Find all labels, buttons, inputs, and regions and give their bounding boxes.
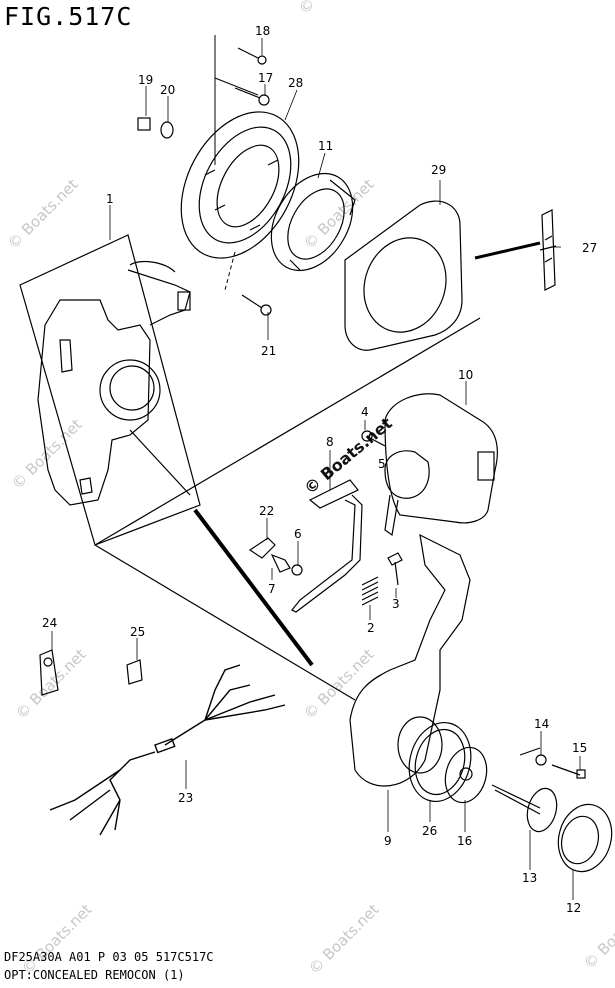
bracket-22 (248, 537, 303, 576)
screw-15 (551, 764, 586, 779)
watermarks: © Boats.net © Boats.net © Boats.net © Bo… (4, 0, 615, 978)
callout-2: 2 (367, 621, 375, 635)
watermark: © Boats.net (580, 895, 615, 973)
watermark: © Boats.net (300, 645, 378, 723)
diagram-caption: OPT:CONCEALED REMOCON (1) (4, 968, 185, 982)
callout-23: 23 (178, 791, 193, 805)
ring-11 (270, 172, 356, 272)
callout-28: 28 (288, 76, 303, 90)
callout-19: 19 (138, 73, 153, 87)
callout-8: 8 (326, 435, 334, 449)
callout-14: 14 (534, 717, 549, 731)
callout-6: 6 (294, 527, 302, 541)
screw-17 (234, 87, 270, 106)
callout-7: 7 (268, 582, 276, 596)
callout-24: 24 (42, 616, 57, 630)
cover-plate-28 (180, 111, 300, 259)
nut-19 (137, 117, 151, 131)
assembly-box-lower (94, 317, 481, 701)
shaft-13 (491, 784, 558, 833)
knob-12 (557, 803, 613, 873)
callout-20: 20 (160, 83, 175, 97)
leader-lines (51, 38, 581, 900)
diagram-code: DF25A30A A01 P 03 05 517C517C (4, 950, 214, 964)
screw-18 (237, 47, 267, 65)
washer-20 (160, 121, 174, 139)
callout-9: 9 (384, 834, 392, 848)
spring-2 (361, 576, 379, 606)
callout-29: 29 (431, 163, 446, 177)
callout-22: 22 (259, 504, 274, 518)
callout-4: 4 (361, 405, 369, 419)
watermark: © Boats.net (12, 645, 90, 723)
remote-control-box-1 (19, 234, 201, 546)
housing-9 (349, 533, 471, 787)
callout-3: 3 (392, 597, 400, 611)
screw-21 (241, 294, 272, 316)
watermark: © Boats.net (18, 900, 96, 978)
lever-8 (291, 479, 363, 613)
watermark: © Boats.net (8, 415, 86, 493)
callout-18: 18 (255, 24, 270, 38)
callout-26: 26 (422, 824, 437, 838)
callout-labels: 1 2 3 4 5 6 7 8 9 10 11 12 13 14 15 16 1… (42, 24, 597, 915)
assembly-lines (129, 35, 541, 756)
gasket-plate-29 (344, 200, 463, 351)
callout-17: 17 (258, 71, 273, 85)
callout-11: 11 (318, 139, 333, 153)
watermark: © Boats.net (4, 175, 82, 253)
callout-16: 16 (457, 834, 472, 848)
callout-12: 12 (566, 901, 581, 915)
cap-24 (39, 649, 59, 696)
clip-25 (126, 659, 143, 685)
callout-27: 27 (582, 241, 597, 255)
harness-23 (49, 664, 286, 836)
callout-10: 10 (458, 368, 473, 382)
callout-5: 5 (378, 457, 386, 471)
callout-25: 25 (130, 625, 145, 639)
callout-15: 15 (572, 741, 587, 755)
callout-1: 1 (106, 192, 114, 206)
watermark: © Boats.net (295, 0, 373, 18)
clip-27 (539, 209, 557, 291)
figure-title: FIG.517C (4, 2, 133, 31)
seal-26 (408, 721, 472, 803)
knob-5 (384, 450, 430, 537)
washer-14 (535, 754, 547, 766)
callout-13: 13 (522, 871, 537, 885)
washer-16 (444, 746, 488, 804)
bolt-3 (387, 552, 403, 586)
cover-10 (384, 393, 498, 524)
screw-4 (361, 430, 386, 447)
center-watermark: © Boats.net (300, 413, 396, 498)
watermark: © Boats.net (305, 900, 383, 978)
callout-21: 21 (261, 344, 276, 358)
